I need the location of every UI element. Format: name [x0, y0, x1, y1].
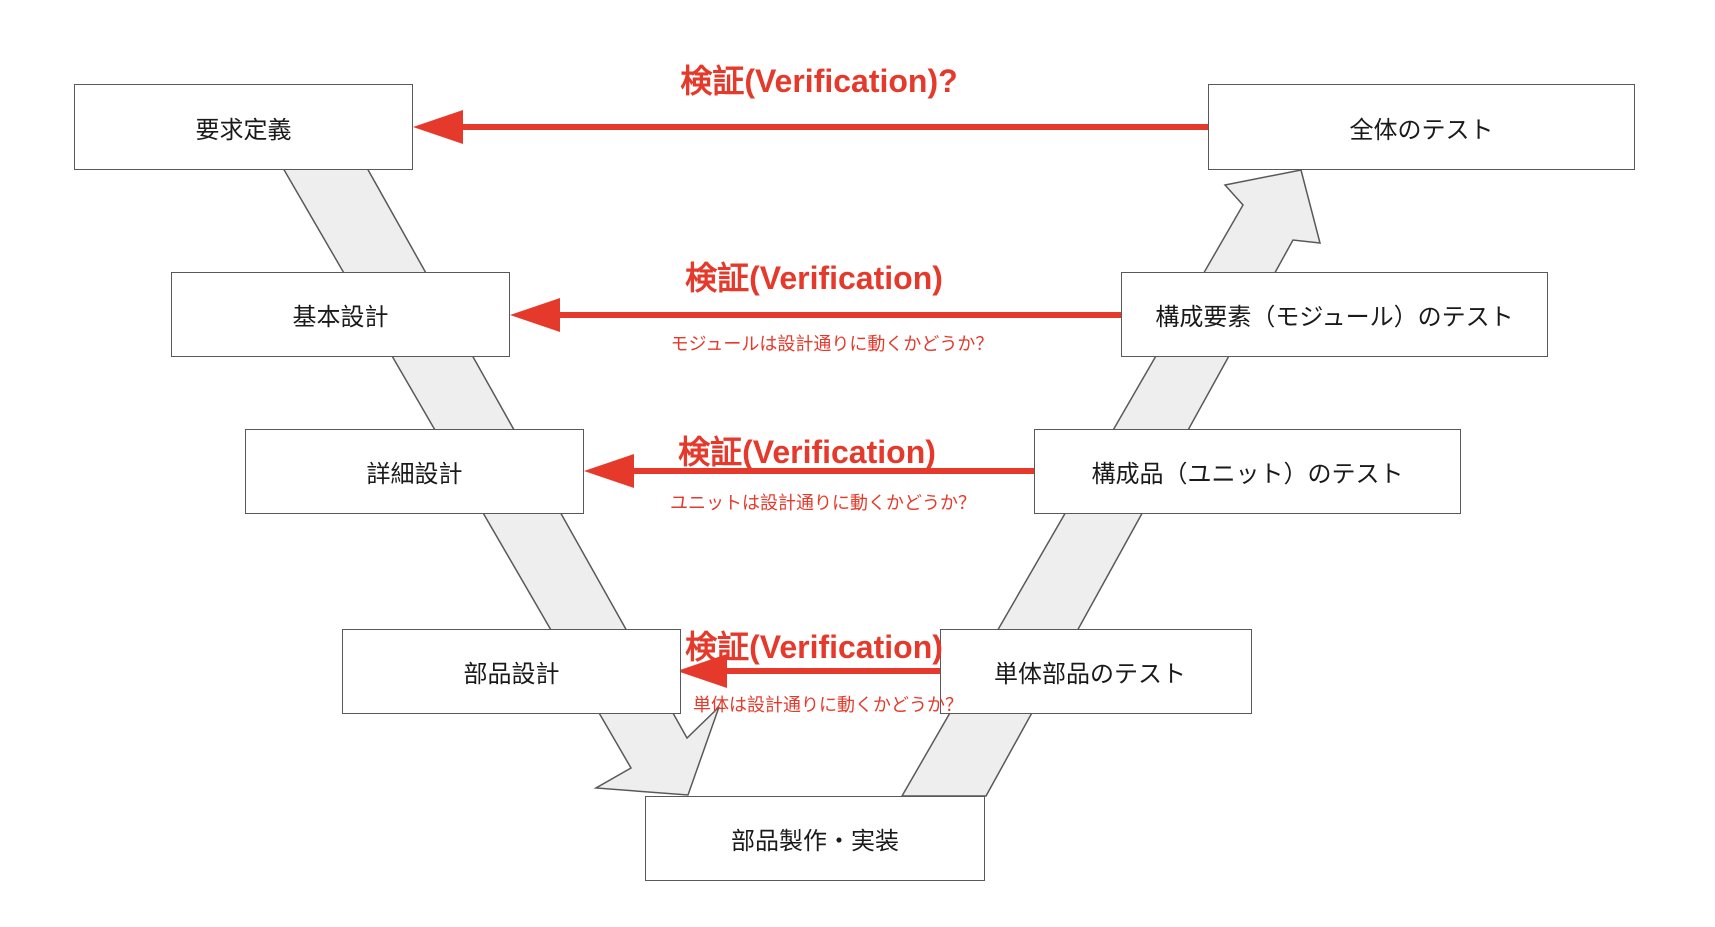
- verification-label-component: 検証(Verification): [685, 629, 943, 665]
- verification-note-unit: ユニットは設計通りに動くかどうか？: [670, 493, 976, 514]
- verification-arrow-component: [677, 654, 940, 688]
- verification-arrow-module: [510, 298, 1121, 332]
- box-system-test: 全体のテスト: [1208, 84, 1635, 170]
- box-detailed-design: 詳細設計: [245, 429, 584, 514]
- box-component-test: 単体部品のテスト: [940, 629, 1252, 714]
- box-requirements: 要求定義: [74, 84, 413, 170]
- box-unit-test: 構成品（ユニット）のテスト: [1034, 429, 1461, 514]
- box-component-design: 部品設計: [342, 629, 681, 714]
- box-module-test: 構成要素（モジュール）のテスト: [1121, 272, 1548, 357]
- verification-note-module: モジュールは設計通りに動くかどうか？: [670, 334, 994, 355]
- verification-label-system: 検証(Verification)?: [680, 63, 958, 99]
- verification-label-unit: 検証(Verification): [678, 434, 936, 470]
- verification-label-module: 検証(Verification): [685, 260, 943, 296]
- box-basic-design: 基本設計: [171, 272, 510, 357]
- verification-arrow-unit: [584, 454, 1034, 488]
- verification-arrow-system: [413, 110, 1208, 144]
- verification-note-component: 単体は設計通りに動くかどうか？: [693, 695, 963, 716]
- box-implementation: 部品製作・実装: [645, 796, 985, 881]
